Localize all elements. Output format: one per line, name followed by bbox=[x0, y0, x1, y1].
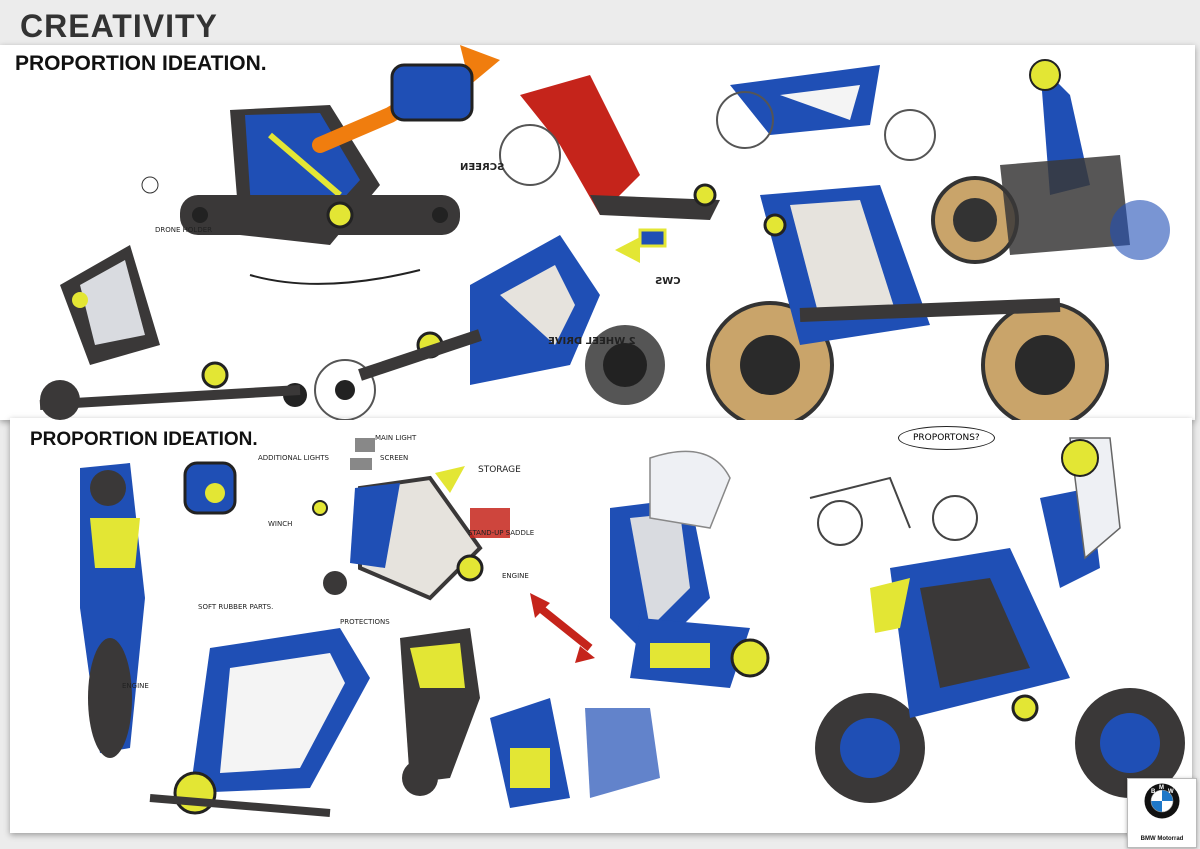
sketch-sheet-bottom: PROPORTION IDEATION. bbox=[10, 418, 1192, 833]
logo-caption: BMW Motorrad bbox=[1140, 836, 1184, 842]
soft-rubber-bike-sketch bbox=[149, 628, 370, 817]
two-wheel-drive-bike-sketch bbox=[314, 235, 665, 420]
protection-bike-sketch bbox=[400, 628, 660, 808]
annotation-stand-up-saddle: STAND-UP SADDLE bbox=[468, 529, 535, 537]
annotation-screen-mirrored: SCREEN bbox=[460, 162, 505, 173]
roundel-lettering: B M W bbox=[1151, 785, 1174, 795]
bmw-motorrad-logo: B M W BMW Motorrad bbox=[1127, 778, 1197, 848]
fat-tire-bike-sketch bbox=[615, 185, 1109, 420]
drone-holder-bike-sketch bbox=[141, 45, 500, 285]
annotation-protections: PROTECTIONS bbox=[340, 618, 390, 626]
annotation-screen: SCREEN bbox=[380, 454, 409, 462]
tracked-bike-sketch bbox=[499, 75, 720, 220]
exploded-parts-bike-sketch bbox=[312, 438, 510, 601]
bmw-roundel-icon bbox=[1144, 783, 1180, 819]
adventure-bike-sketch bbox=[809, 437, 1185, 803]
sheet-title: PROPORTION IDEATION. bbox=[30, 429, 258, 450]
rider-on-bike-sketch bbox=[931, 59, 1170, 264]
annotation-main-light: MAIN LIGHT bbox=[375, 434, 417, 442]
sketch-artwork bbox=[80, 437, 1185, 817]
annotation-two-wheel-drive-mirrored: 2 WHEEL DRIVE bbox=[548, 336, 636, 347]
stand-up-saddle-bike-sketch bbox=[530, 450, 770, 688]
sheet-title: PROPORTION IDEATION. bbox=[15, 52, 267, 75]
annotation-winch: WINCH bbox=[268, 520, 293, 528]
annotation-soft-rubber-parts: SOFT RUBBER PARTS. bbox=[198, 603, 274, 611]
annotation-proportions-bubble: PROPORTONS? bbox=[898, 426, 995, 450]
annotation-storage: STORAGE bbox=[478, 465, 521, 475]
offroad-bike-sketch bbox=[716, 65, 936, 161]
annotation-engine: ENGINE bbox=[502, 572, 529, 580]
page-heading: CREATIVITY bbox=[20, 8, 218, 44]
annotation-additional-lights: ADDITIONAL LIGHTS bbox=[258, 454, 330, 462]
frame-bike-sketch-left bbox=[39, 245, 307, 420]
annotation-engine: ENGINE bbox=[122, 682, 149, 690]
sketch-artwork bbox=[39, 45, 1170, 420]
sketch-sheet-top: PROPORTION IDEATION. bbox=[0, 45, 1195, 420]
annotation-cws-mirrored: CWS bbox=[655, 276, 681, 287]
annotation-drone-holder: DRONE HOLDER bbox=[155, 226, 212, 234]
front-view-bike-sketch bbox=[80, 461, 237, 758]
